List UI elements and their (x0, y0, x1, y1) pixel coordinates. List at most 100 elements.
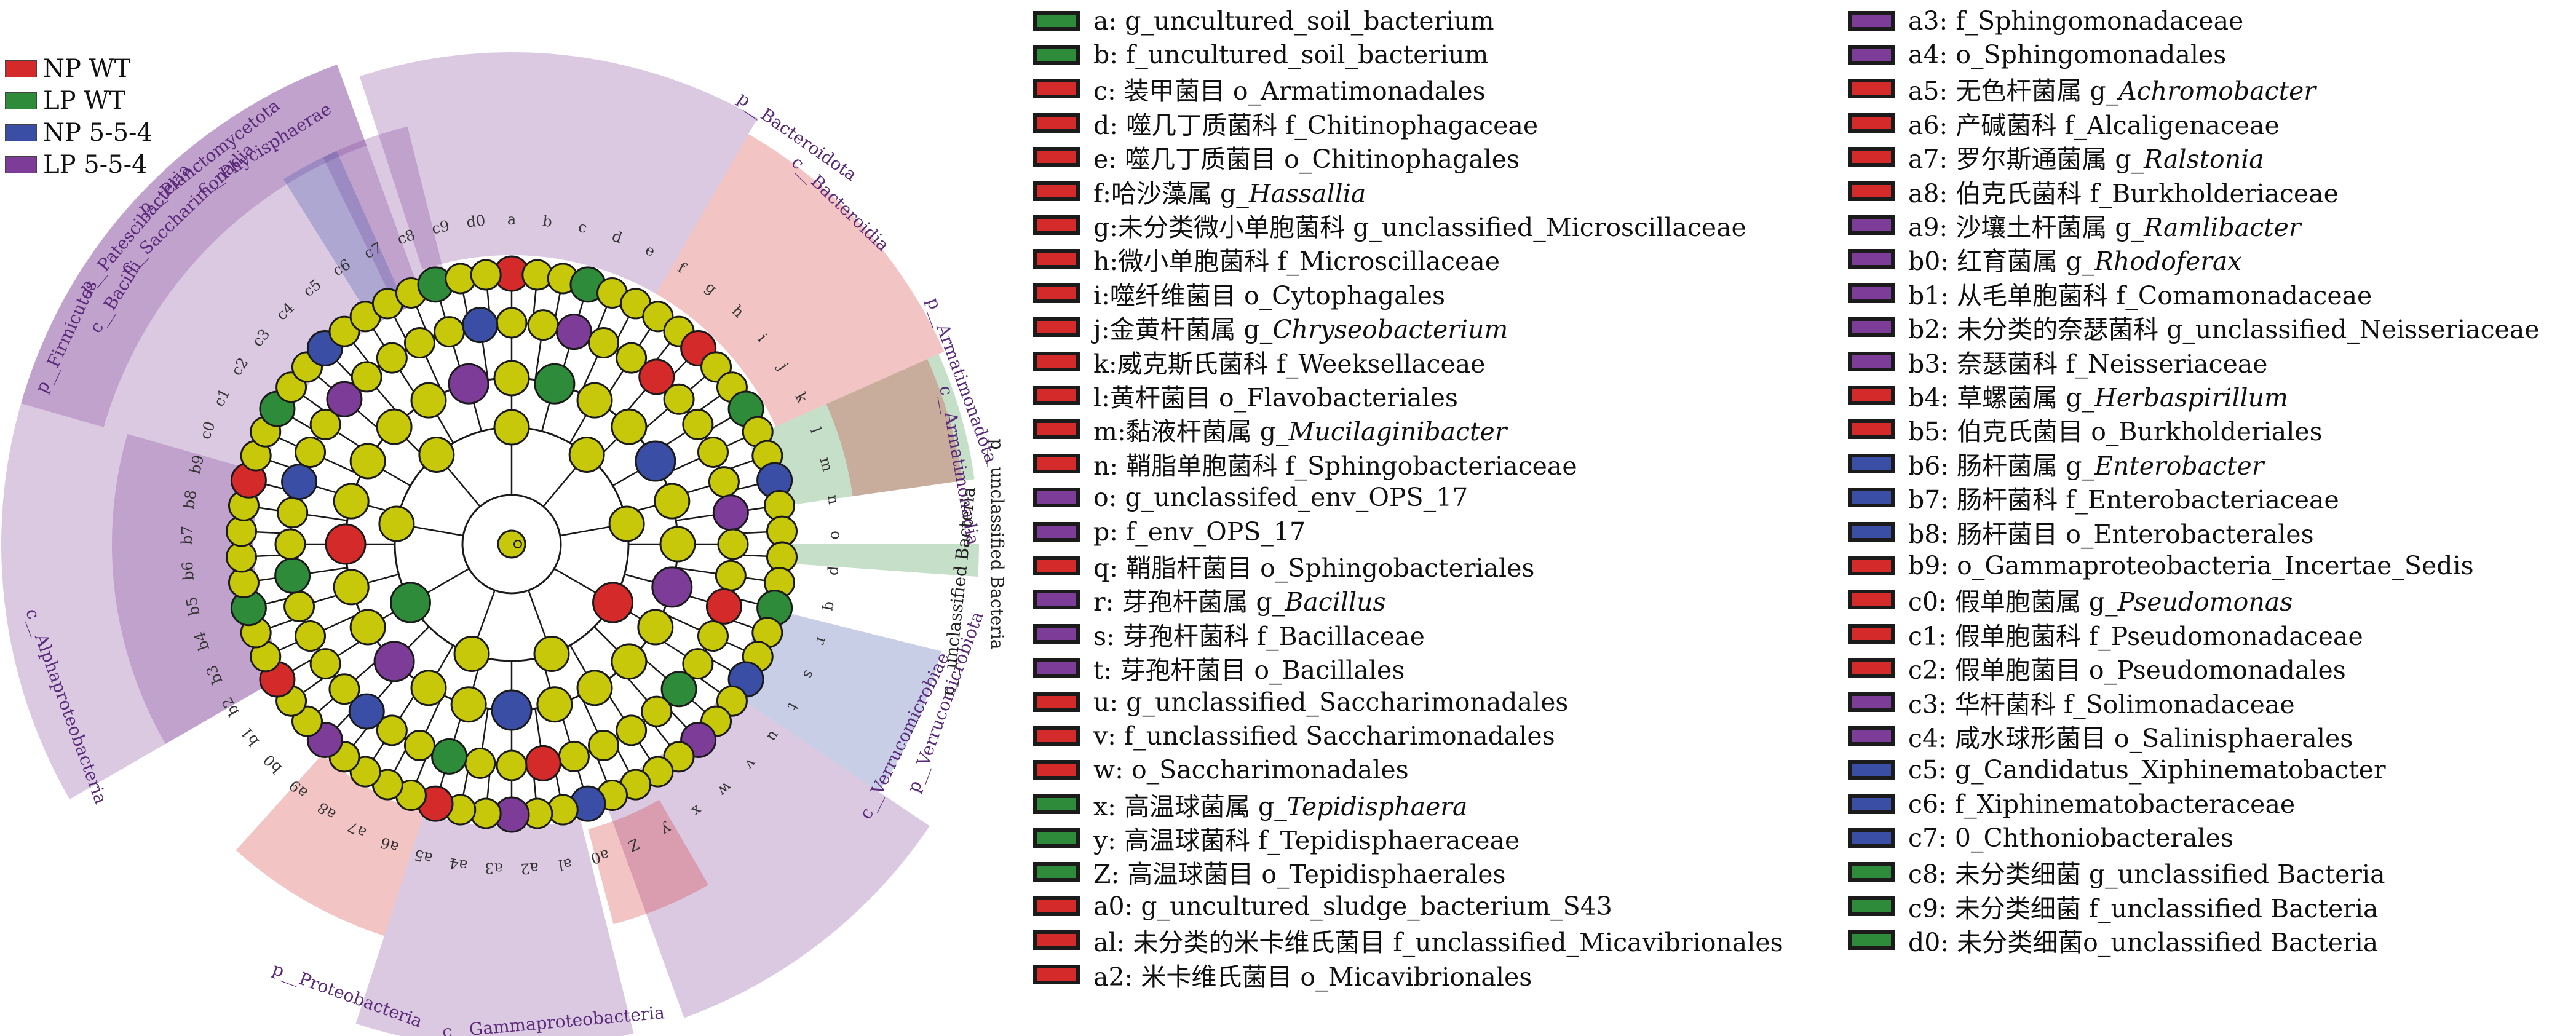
taxon-code-label: a2 (520, 859, 539, 877)
taxon-node (697, 436, 729, 468)
group-swatch (5, 124, 37, 141)
group-legend-item: LP WT (5, 85, 153, 117)
taxa-swatch (1848, 45, 1895, 65)
taxa-genus-italic: Achromobacter (2118, 76, 2316, 106)
taxon-code-label: a (507, 211, 516, 228)
taxon-code-label: b (542, 212, 553, 231)
taxa-label: v: f_unclassified Saccharimonadales (1093, 721, 1555, 751)
taxon-node (682, 648, 714, 680)
taxa-swatch (1848, 181, 1895, 201)
taxon-code-label: d0 (466, 212, 486, 231)
clade-sector (747, 354, 975, 508)
group-label: LP WT (43, 87, 125, 115)
taxa-legend-item: b2: 未分类的奈瑟菌科 g_unclassified_Neisseriacea… (1848, 310, 2540, 344)
taxa-label: b0: 红育菌属 g_Rhodoferax (1908, 247, 2242, 277)
taxon-code-label: c9 (430, 217, 451, 238)
taxa-swatch (1848, 794, 1895, 814)
taxa-label: p: f_env_OPS_17 (1093, 516, 1306, 547)
taxon-node (493, 360, 530, 397)
group-swatch (5, 92, 37, 109)
taxa-swatch (1848, 10, 1895, 31)
taxon-code-label: al (557, 855, 573, 874)
taxa-swatch (1033, 726, 1080, 746)
taxa-genus-italic: Ralstonia (2144, 144, 2264, 175)
taxa-legend-item: l:黄杆菌目 o_Flavobacteriales (1033, 378, 1783, 413)
taxa-label: t: 芽孢杆菌目 o_Bacillales (1093, 655, 1405, 686)
taxa-legend-item: a2: 米卡维氏菌目 o_Micavibrionales (1033, 957, 1783, 992)
taxon-node (349, 443, 386, 480)
taxa-swatch (1033, 351, 1080, 371)
taxa-legend-item: y: 高温球菌科 f_Tepidisphaeraceae (1033, 821, 1783, 855)
taxa-swatch (1033, 828, 1080, 848)
taxon-code-label: b1 (237, 724, 263, 749)
clade-sector (775, 544, 979, 577)
taxa-legend-item: a0: g_uncultured_sludge_bacterium_S43 (1033, 889, 1783, 923)
taxa-swatch (1848, 385, 1895, 405)
taxon-node (663, 383, 695, 415)
taxa-legend-item: r: 芽孢杆菌属 g_Bacillus (1033, 583, 1783, 617)
taxa-swatch (1033, 10, 1080, 31)
taxa-legend-item: m:黏液杆菌属 g_Mucilaginibacter (1033, 413, 1783, 446)
taxa-legend-item: c1: 假单胞菌科 f_Pseudomonadaceae (1848, 617, 2540, 651)
taxa-legend-item: t: 芽孢杆菌目 o_Bacillales (1033, 650, 1783, 686)
group-legend-item: NP 5-5-4 (5, 117, 153, 149)
taxa-label: a9: 沙壤土杆菌属 g_Ramlibacter (1908, 213, 2301, 243)
taxon-node (328, 673, 360, 705)
clade-sector (359, 52, 758, 294)
taxa-label: j:金黄杆菌属 g_Chryseobacterium (1093, 315, 1508, 345)
taxa-legend-item: u: g_unclassified_Saccharimonadales (1033, 685, 1783, 719)
biomarker-node (660, 671, 697, 708)
taxa-label: b2: 未分类的奈瑟菌科 g_unclassified_Neisseriacea… (1908, 315, 2540, 345)
taxa-label: m:黏液杆菌属 g_Mucilaginibacter (1093, 417, 1507, 447)
group-swatch (5, 156, 37, 173)
taxon-node (533, 636, 570, 673)
biomarker-node (373, 641, 415, 682)
taxa-swatch (1033, 590, 1080, 610)
taxon-node (608, 505, 645, 542)
taxon-node (717, 528, 749, 560)
taxon-node (351, 361, 382, 393)
biomarker-node (274, 557, 311, 594)
biomarker-node (448, 363, 489, 405)
taxa-legend-item: g:未分类微小单胞菌科 g_unclassified_Microscillace… (1033, 208, 1783, 242)
clade-sector (588, 799, 708, 925)
taxa-legend-item: o: g_unclassifed_env_OPS_17 (1033, 480, 1783, 514)
taxa-swatch (1848, 215, 1895, 235)
taxa-legend-item: f:哈沙藻属 g_Hassallia (1033, 174, 1783, 208)
taxa-swatch (1848, 862, 1895, 882)
taxon-node (496, 307, 528, 339)
taxon-node (682, 408, 714, 440)
biomarker-node (326, 381, 363, 417)
taxon-node (277, 497, 309, 529)
clade-sector (1, 65, 424, 799)
taxon-node (637, 609, 674, 646)
taxa-legend-item: a8: 伯克氏菌科 f_Burkholderiaceae (1848, 174, 2540, 208)
taxa-label: c: 装甲菌目 o_Armatimonadales (1093, 76, 1486, 106)
taxa-legend-item: b1: 从毛单胞菌科 f_Comamonadaceae (1848, 276, 2540, 310)
taxa-swatch (1848, 930, 1895, 951)
taxa-label: i:噬纤维菌目 o_Cytophagales (1093, 280, 1446, 310)
taxon-node (616, 342, 648, 374)
taxon-node (470, 259, 502, 291)
taxa-swatch (1848, 113, 1895, 133)
taxa-label: a3: f_Sphingomonadaceae (1908, 6, 2244, 36)
taxon-node (576, 670, 613, 706)
taxa-swatch (1033, 181, 1080, 201)
taxa-swatch (1033, 488, 1080, 508)
biomarker-node (525, 745, 561, 781)
taxon-code-label: q (821, 600, 839, 612)
taxon-node (295, 620, 327, 652)
taxon-node (418, 436, 455, 473)
biomarker-node (712, 494, 749, 531)
taxa-label: h:微小单胞菌科 f_Microscillaceae (1093, 247, 1500, 277)
taxon-node (616, 714, 648, 746)
taxa-label: o: g_unclassifed_env_OPS_17 (1093, 483, 1468, 513)
taxa-label: x: 高温球菌属 g_Tepidisphaera (1093, 791, 1468, 821)
taxa-label: al: 未分类的米卡维氏菌目 f_unclassified_Micavibrio… (1093, 928, 1783, 958)
root-node (513, 540, 522, 548)
taxa-legend-item: b5: 伯克氏菌目 o_Burkholderiales (1848, 413, 2540, 446)
group-legend: NP WT LP WT NP 5-5-4 LP 5-5-4 (5, 53, 153, 181)
taxa-legend-item: q: 鞘脂杆菌目 o_Sphingobacteriales (1033, 548, 1783, 583)
taxa-legend-item: b0: 红育菌属 g_Rhodoferax (1848, 242, 2540, 276)
